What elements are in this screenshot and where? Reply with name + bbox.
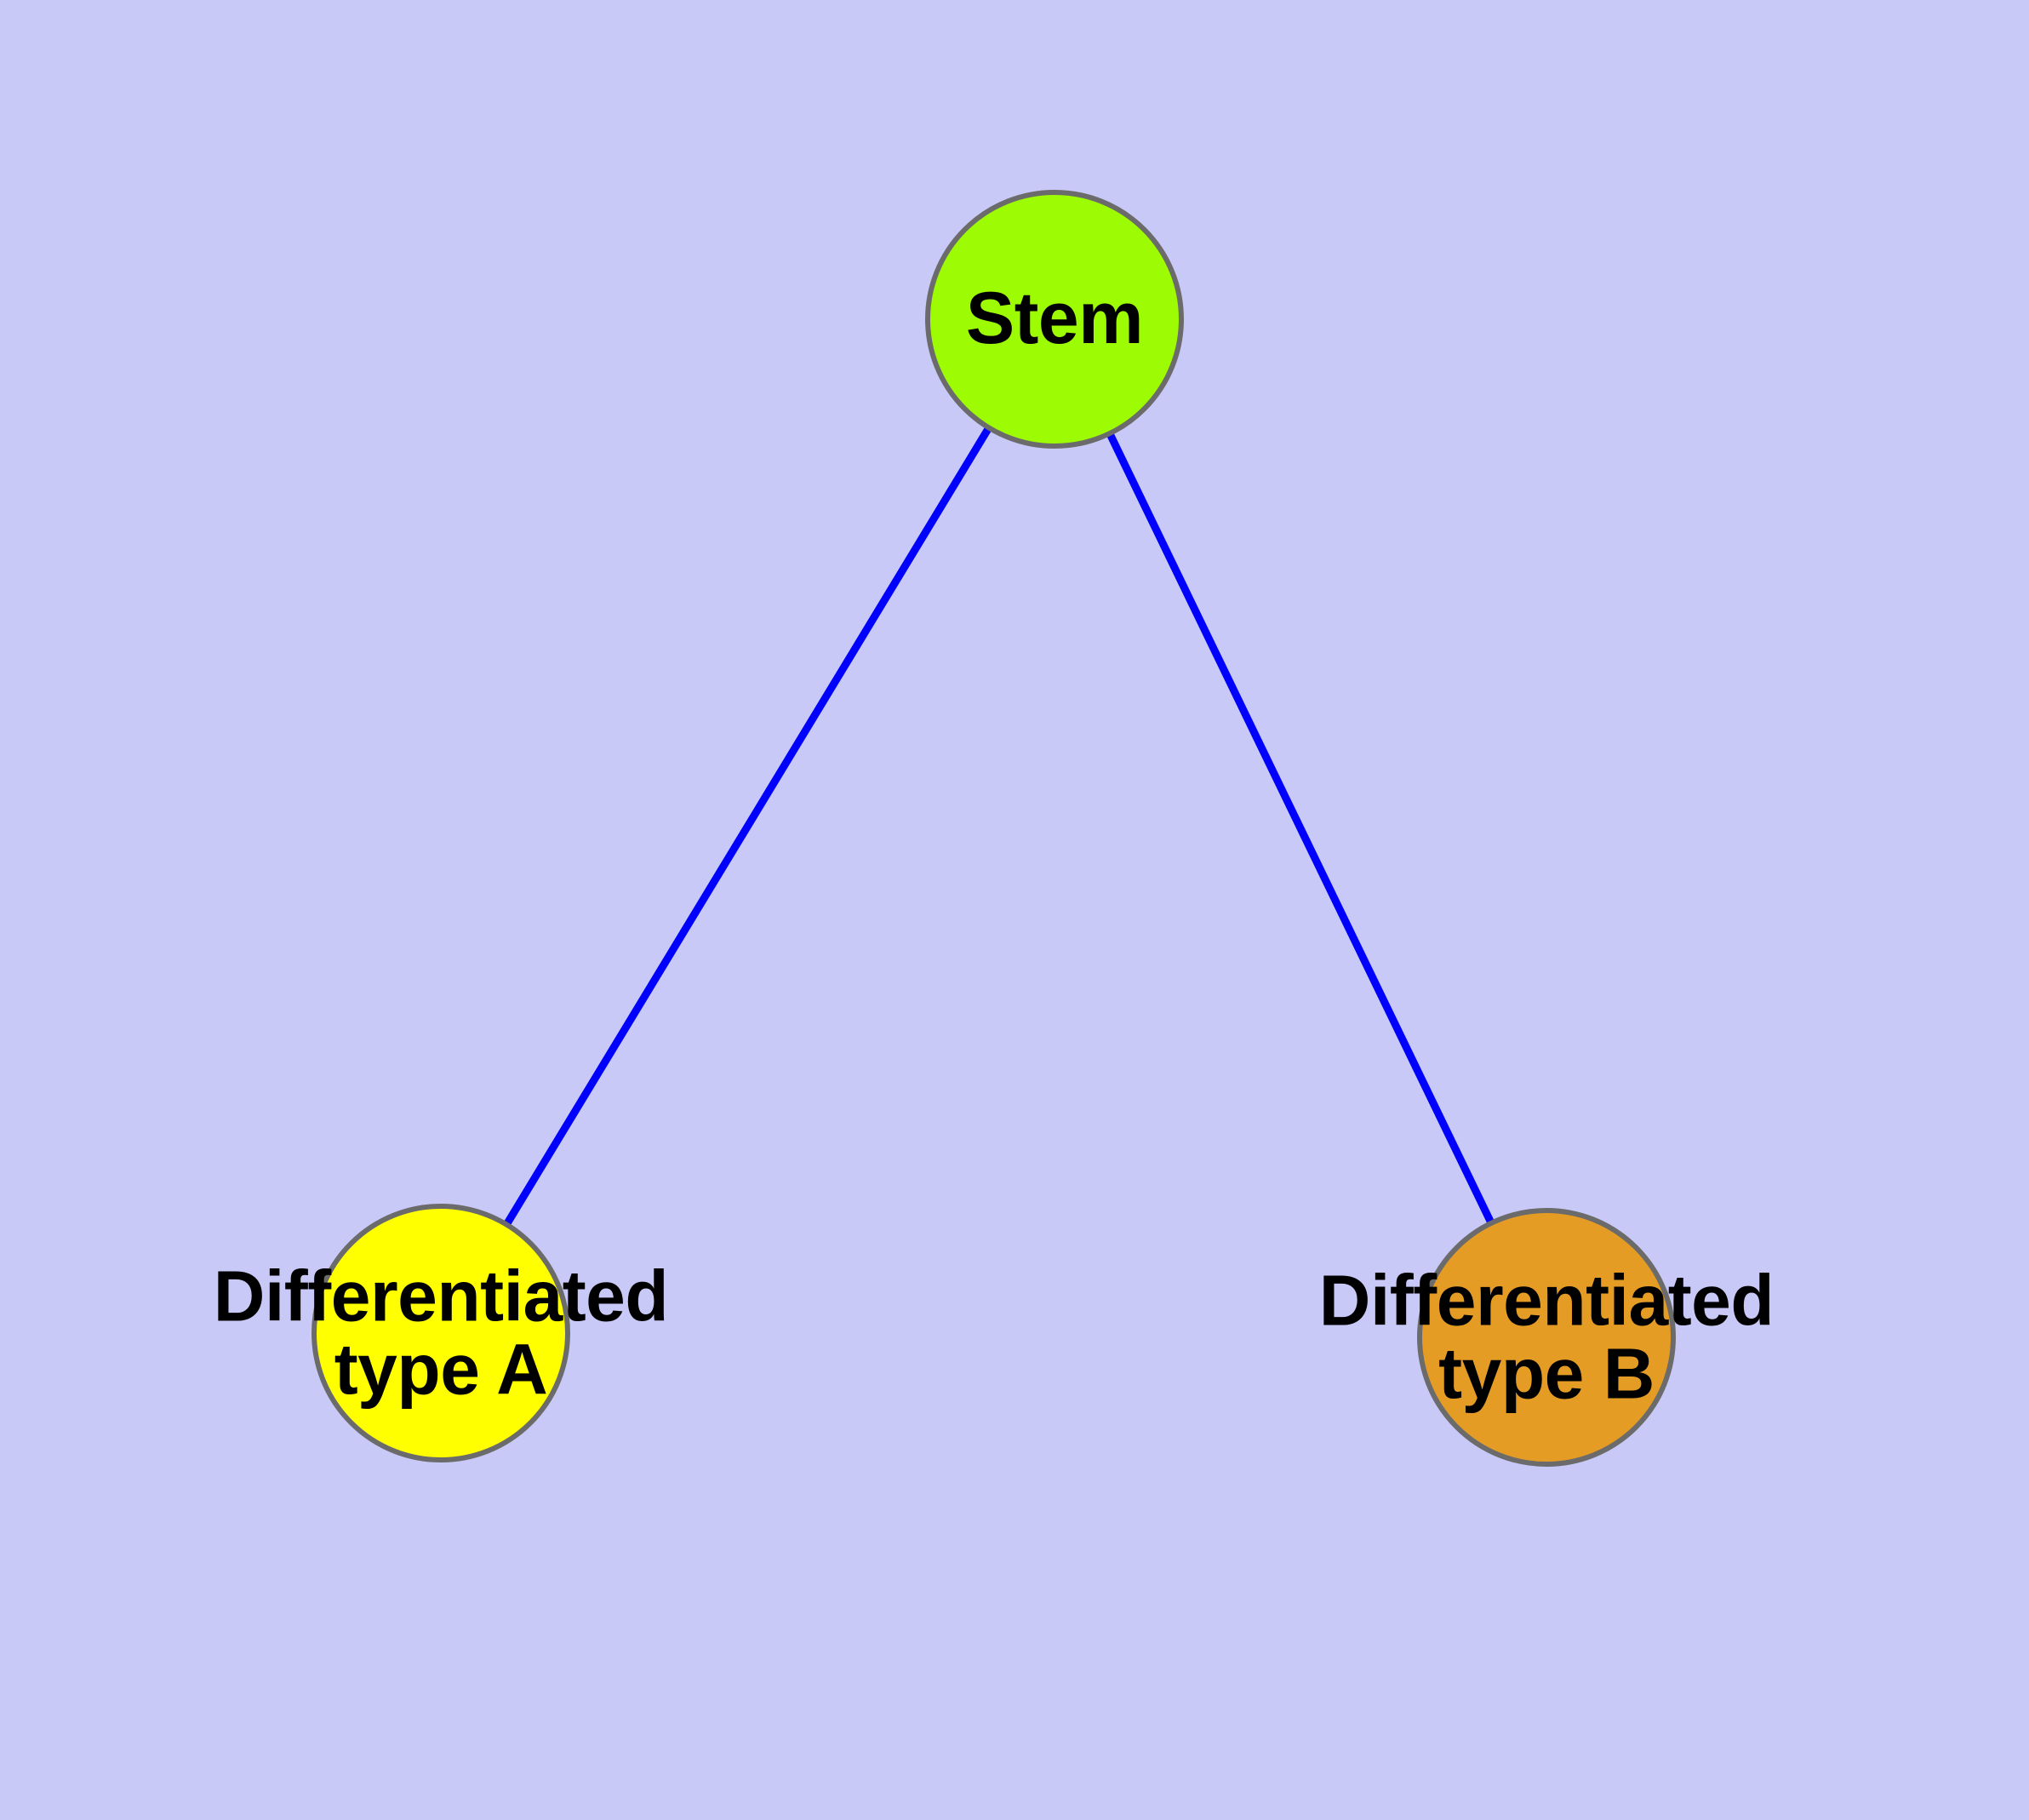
edge-stem-diff-b[interactable] [1050, 318, 1551, 1339]
edge-stem-diff-a[interactable] [437, 317, 1058, 1336]
node-stem[interactable] [925, 190, 1184, 449]
node-diff_b[interactable] [1417, 1208, 1676, 1467]
node-layer [311, 190, 1676, 1467]
node-diff_a[interactable] [311, 1204, 570, 1462]
edge-layer [437, 317, 1551, 1339]
